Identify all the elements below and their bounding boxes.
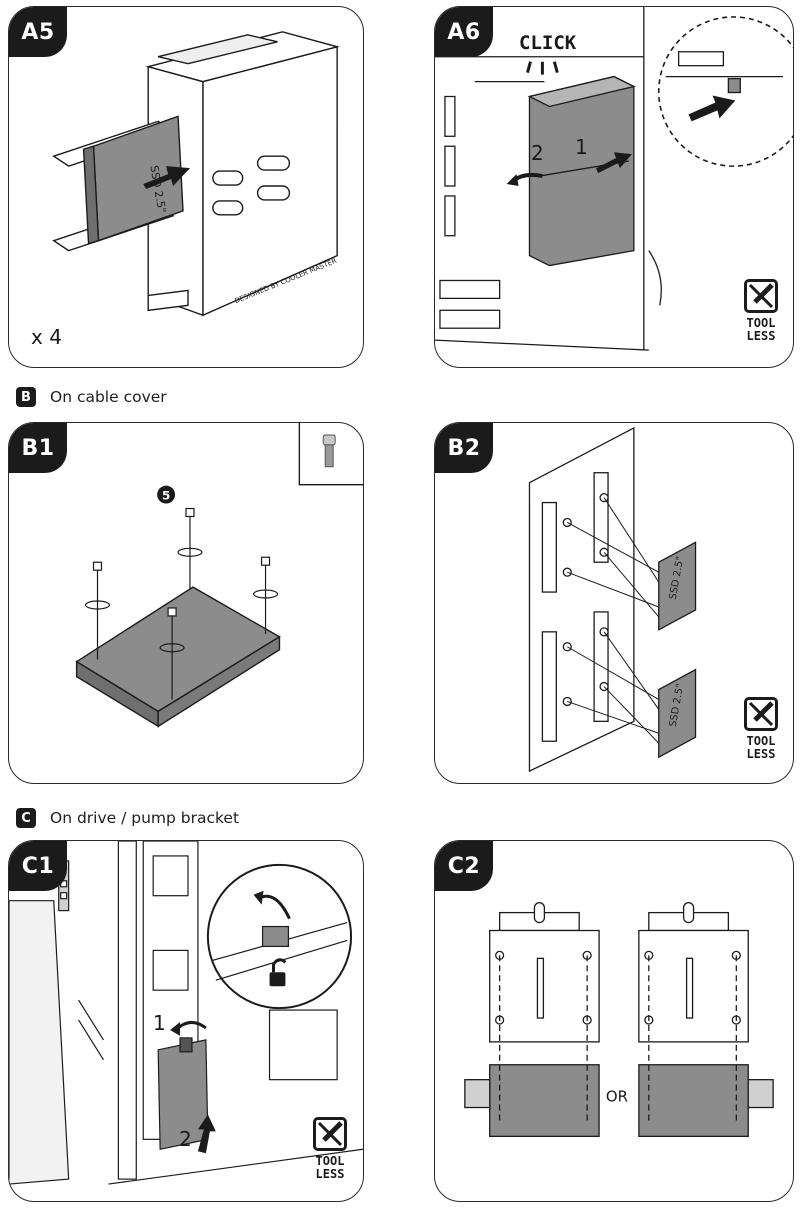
step-badge-c2: C2 bbox=[435, 841, 493, 891]
panel-c1: C1 bbox=[8, 840, 364, 1202]
step-badge-a6: A6 bbox=[435, 7, 493, 57]
detail-magnifier bbox=[657, 16, 793, 167]
step-number-1: 1 bbox=[153, 1011, 166, 1035]
section-b-heading: B On cable cover bbox=[16, 387, 167, 407]
step-number-1: 1 bbox=[575, 135, 588, 159]
a5-illustration: SSD 2.5" DESIGNED BY COOLER MASTER bbox=[52, 31, 340, 317]
step-badge-c1: C1 bbox=[9, 841, 67, 891]
click-label: CLICK bbox=[519, 32, 577, 54]
section-c-heading: C On drive / pump bracket bbox=[16, 808, 239, 828]
section-b-letter: B bbox=[16, 387, 36, 407]
tool-less-line2: LESS bbox=[746, 329, 776, 343]
tool-less-line1: TOOL bbox=[746, 316, 776, 330]
tool-less-badge: TOOL LESS bbox=[739, 279, 783, 343]
step-badge-b2: B2 bbox=[435, 423, 493, 473]
section-b-title: On cable cover bbox=[50, 388, 167, 406]
insert-arrow bbox=[143, 166, 190, 189]
step-number-2: 2 bbox=[179, 1127, 192, 1151]
screw-inset-icon bbox=[322, 434, 336, 468]
tool-less-line2: LESS bbox=[315, 1167, 345, 1181]
screw-count-marker bbox=[157, 485, 176, 504]
push-arrow bbox=[596, 152, 632, 174]
quantity-label: x 4 bbox=[31, 325, 62, 349]
tool-less-line1: TOOL bbox=[315, 1154, 345, 1168]
unlocked-padlock-icon bbox=[269, 958, 287, 987]
screw-number: 5 bbox=[162, 489, 170, 503]
tool-less-line1: TOOL bbox=[746, 734, 776, 748]
step-badge-b1: B1 bbox=[9, 423, 67, 473]
no-tool-icon bbox=[744, 279, 778, 313]
tool-less-badge-c1: TOOL LESS bbox=[308, 1117, 352, 1181]
b1-illustration: 5 bbox=[75, 423, 363, 728]
no-tool-icon bbox=[744, 697, 778, 731]
section-c-title: On drive / pump bracket bbox=[50, 809, 240, 827]
panel-a6: A6 bbox=[434, 6, 794, 368]
tool-less-badge-b2: TOOL LESS bbox=[739, 697, 783, 761]
panel-b2: B2 SSD 2.5" SSD 2.5" bbox=[434, 422, 794, 784]
panel-b1: B1 5 bbox=[8, 422, 364, 784]
a6-illustration bbox=[435, 7, 793, 351]
panel-c2: C2 OR bbox=[434, 840, 794, 1202]
panel-a5: A5 SSD 2.5" DESIGNED BY COOLER MASTER bbox=[8, 6, 364, 368]
step-number-2: 2 bbox=[531, 141, 544, 165]
tool-less-line2: LESS bbox=[746, 747, 776, 761]
no-tool-icon bbox=[313, 1117, 347, 1151]
c1-illustration bbox=[9, 841, 363, 1185]
b2-illustration: SSD 2.5" SSD 2.5" bbox=[528, 426, 697, 773]
or-label: OR bbox=[606, 1088, 628, 1106]
section-c-letter: C bbox=[16, 808, 36, 828]
lift-arrow bbox=[197, 1114, 216, 1154]
c2-illustration: OR bbox=[464, 902, 774, 1138]
step-badge-a5: A5 bbox=[9, 7, 67, 57]
detail-arrow bbox=[688, 95, 736, 122]
